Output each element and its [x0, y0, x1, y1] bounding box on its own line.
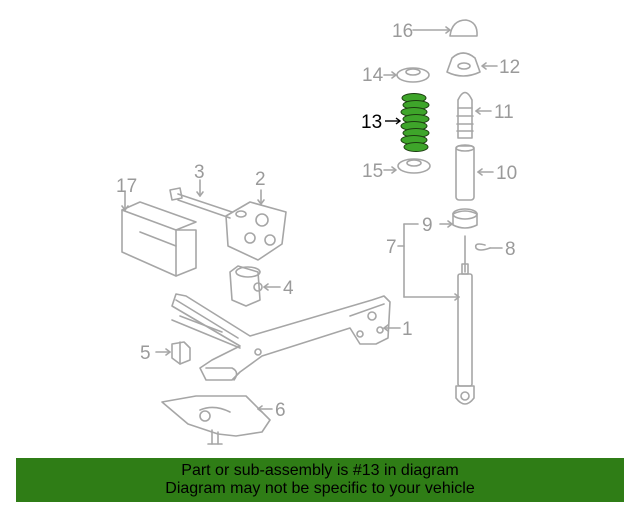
- part-13-coil-spring: [400, 93, 430, 152]
- callout-9: 9: [422, 215, 433, 236]
- part-8-retaining-clip: [474, 243, 503, 251]
- part-3-bolt: [169, 179, 233, 219]
- callout-11: 11: [494, 102, 514, 123]
- callout-8: 8: [505, 239, 516, 260]
- part-1-axle-beam: [171, 293, 401, 381]
- callout-4: 4: [283, 278, 294, 299]
- part-4-bushing: [229, 265, 281, 307]
- callout-6: 6: [275, 400, 286, 421]
- part-15-spring-seat: [383, 158, 431, 174]
- callout-7: 7: [386, 237, 397, 258]
- callout-10: 10: [496, 163, 517, 184]
- part-2-mounting-bracket: [225, 189, 287, 261]
- callout-12: 12: [499, 57, 520, 78]
- part-7-shock-absorber: [455, 235, 475, 405]
- callout-5: 5: [140, 343, 151, 364]
- callout-1: 1: [402, 319, 413, 340]
- info-banner: Part or sub-assembly is #13 in diagram D…: [16, 458, 624, 502]
- part-16-cap: [412, 19, 478, 37]
- callout-15: 15: [362, 161, 383, 182]
- parts-diagram: 16 12 14 11 13 15 10 17 3 2 9 7 8 4 1 5 …: [116, 19, 520, 445]
- part-5-bushing: [155, 341, 191, 365]
- part-6-stub-axle: [161, 395, 273, 445]
- part-9-bump-pad: [439, 208, 478, 229]
- callout-17: 17: [116, 176, 137, 197]
- callout-3: 3: [194, 162, 205, 183]
- part-12-upper-mount: [446, 52, 498, 77]
- callout-13: 13: [361, 112, 382, 133]
- banner-disclaimer: Diagram may not be specific to your vehi…: [165, 480, 475, 497]
- callout-2: 2: [255, 169, 266, 190]
- banner-part-notice: Part or sub-assembly is #13 in diagram: [181, 462, 459, 479]
- callout-14: 14: [362, 65, 384, 86]
- part-17-tank: [121, 190, 197, 277]
- part-14-spring-seat: [383, 67, 430, 83]
- callout-16: 16: [392, 21, 413, 42]
- part-7-callout-bracket: [397, 223, 460, 301]
- part-11-bump-stop: [456, 91, 492, 139]
- part-13-leader-arrow: [385, 117, 402, 125]
- part-10-protective-tube: [455, 144, 494, 201]
